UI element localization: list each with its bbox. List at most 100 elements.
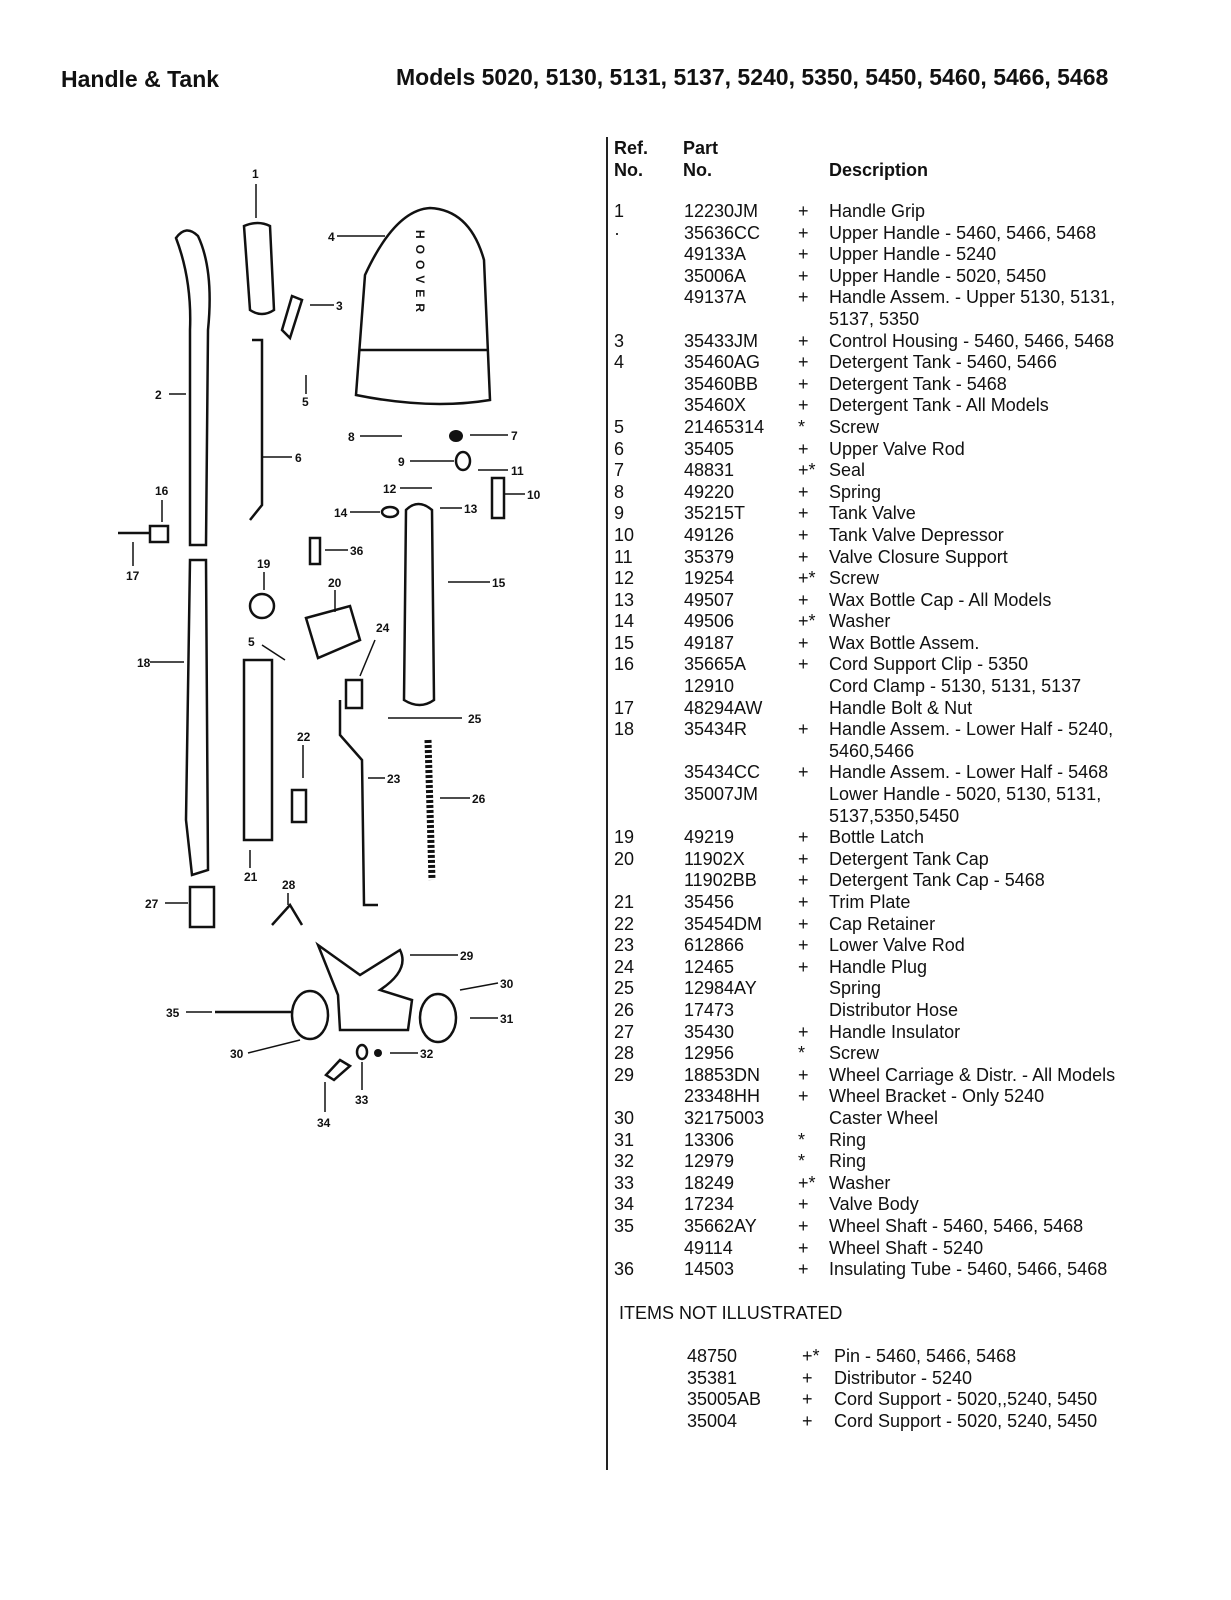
ref-number: 15 xyxy=(614,632,635,653)
part-number: 35456 xyxy=(684,892,735,912)
part-number: 49506 xyxy=(684,611,735,632)
part-number: 35004 xyxy=(687,1410,738,1431)
part-description: Wax Bottle Assem. xyxy=(829,632,980,653)
part-description: Lower Valve Rod xyxy=(829,935,965,956)
part-number: 12910 xyxy=(684,676,735,697)
models-title: Models 5020, 5130, 5131, 5137, 5240, 535… xyxy=(396,64,1109,90)
availability-mark: +* xyxy=(802,1346,820,1366)
lower-valve-rod-part xyxy=(338,700,378,907)
availability-mark: + xyxy=(798,762,809,783)
part-number: 35636CC xyxy=(684,222,761,243)
part-number: 49133A xyxy=(684,244,747,265)
part-description: Wax Bottle Cap - All Models xyxy=(829,589,1052,610)
callout-34: 34 xyxy=(317,1116,331,1130)
part-description: Handle Insulator xyxy=(829,1021,961,1042)
callout-1: 1 xyxy=(252,167,259,181)
part-description: Cord Support - 5020, 5240, 5450 xyxy=(834,1410,1098,1431)
part-number: 17473 xyxy=(684,999,735,1020)
part-description: Upper Handle - 5020, 5450 xyxy=(829,265,1047,286)
part-description: Handle Assem. - Upper 5130, 5131, 5137, … xyxy=(829,287,1116,329)
part-description: Trim Plate xyxy=(829,892,911,912)
callout-5-b: 5 xyxy=(248,635,255,649)
part-number: 612866 xyxy=(684,935,745,956)
availability-mark: + xyxy=(802,1389,813,1410)
callout-23: 23 xyxy=(387,772,401,786)
part-description: Washer xyxy=(829,1172,891,1193)
upper-valve-rod-part xyxy=(249,338,264,521)
part-number: 35460X xyxy=(684,395,747,416)
availability-mark: + xyxy=(798,395,809,416)
part-number: 12984AY xyxy=(684,978,757,999)
parts-row: ·35636CC+Upper Handle - 5460, 5466, 5468 xyxy=(614,223,1214,245)
ref-number: 18 xyxy=(614,719,635,740)
part-description: Wheel Shaft - 5240 xyxy=(829,1237,984,1258)
part-description: Handle Assem. - Lower Half - 5240, 5460,… xyxy=(829,719,1114,761)
part-description: Detergent Tank - 5460, 5466 xyxy=(829,352,1057,373)
ref-number: 14 xyxy=(614,611,635,632)
part-number: 48294AW xyxy=(684,697,763,718)
part-number: 19254 xyxy=(684,568,735,589)
availability-mark: + xyxy=(802,1367,813,1388)
part-description: Control Housing - 5460, 5466, 5468 xyxy=(829,330,1115,351)
callout-2: 2 xyxy=(155,388,162,402)
availability-mark: + xyxy=(798,1194,809,1215)
part-description: Cord Clamp - 5130, 5131, 5137 xyxy=(829,676,1082,697)
availability-mark: * xyxy=(798,416,806,437)
callout-18: 18 xyxy=(137,656,151,670)
parts-row: 49114+Wheel Shaft - 5240 xyxy=(614,1238,1214,1260)
part-number: 49187 xyxy=(684,632,735,653)
availability-mark: + xyxy=(798,201,809,221)
availability-mark: + xyxy=(798,222,809,243)
part-description: Upper Handle - 5240 xyxy=(829,244,997,265)
callout-27: 27 xyxy=(145,897,159,911)
part-description: Upper Valve Rod xyxy=(829,438,965,459)
ref-number: 6 xyxy=(614,438,625,459)
part-description: Screw xyxy=(829,568,880,589)
ref-number: 5 xyxy=(614,416,625,437)
availability-mark: + xyxy=(798,1259,809,1280)
handle-insulator-part xyxy=(188,885,216,929)
availability-mark: + xyxy=(798,589,809,610)
part-description: Detergent Tank - All Models xyxy=(829,395,1049,416)
ref-number: 10 xyxy=(614,524,635,545)
header-description: Description xyxy=(829,160,929,180)
part-number: 12230JM xyxy=(684,201,759,221)
wax-bottle-part xyxy=(402,502,436,707)
ref-number: 4 xyxy=(614,352,625,373)
availability-mark: + xyxy=(798,719,809,740)
part-number: 17234 xyxy=(684,1194,735,1215)
part-number: 35379 xyxy=(684,546,735,567)
caster-wheel-left-part xyxy=(290,989,330,1041)
callout-3: 3 xyxy=(336,299,343,313)
parts-row: 12910 Cord Clamp - 5130, 5131, 5137 xyxy=(614,676,1214,698)
part-description: Valve Body xyxy=(829,1194,919,1215)
part-number: 11902X xyxy=(684,848,745,869)
part-number: 35454DM xyxy=(684,913,763,934)
not-illustrated-row: 48750+*Pin - 5460, 5466, 5468 xyxy=(614,1346,1214,1368)
ref-number: 17 xyxy=(614,697,635,718)
callout-22: 22 xyxy=(297,730,311,744)
part-number: 49137A xyxy=(684,287,747,308)
ref-number: 8 xyxy=(614,481,625,502)
callout-29: 29 xyxy=(460,949,474,963)
callout-7: 7 xyxy=(511,429,518,443)
not-illustrated-title: ITEMS NOT ILLUSTRATED xyxy=(619,1303,843,1323)
parts-row: 35434CC+Handle Assem. - Lower Half - 546… xyxy=(614,762,1214,784)
